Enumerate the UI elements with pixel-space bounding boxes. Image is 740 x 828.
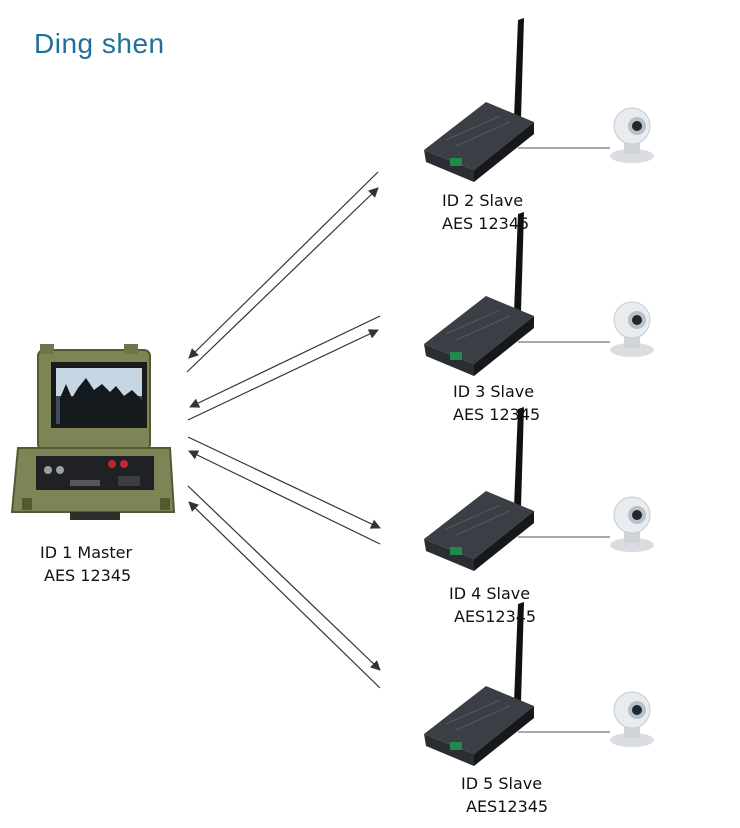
slave-5-label: ID 5 Slave AES12345 (461, 772, 548, 818)
arrow-from-slave-2 (188, 171, 379, 359)
radio-transceiver-icon (424, 212, 534, 376)
slave-5-encryption: AES12345 (466, 797, 549, 816)
master-encryption: AES 12345 (44, 566, 132, 585)
slave-3-unit (424, 212, 654, 376)
arrow-from-slave-5 (188, 501, 381, 689)
arrow-to-slave-2 (186, 187, 379, 373)
radio-transceiver-icon (424, 407, 534, 571)
slave-4-unit (424, 407, 654, 571)
slave-3-label: ID 3 Slave AES 12345 (453, 380, 540, 426)
slave-2-encryption: AES 12345 (442, 214, 530, 233)
arrow-from-slave-3 (189, 315, 381, 408)
arrow-to-slave-4 (187, 436, 381, 529)
ip-camera-icon (610, 107, 654, 163)
radio-transceiver-icon (424, 18, 534, 182)
arrow-to-slave-3 (187, 329, 379, 421)
radio-transceiver-icon (424, 602, 534, 766)
slave-3-encryption: AES 12345 (453, 405, 541, 424)
slave-2-label: ID 2 Slave AES 12345 (442, 189, 529, 235)
ip-camera-icon (610, 496, 654, 552)
slave-2-id: ID 2 Slave (442, 191, 524, 210)
brand-logo: Ding shen (34, 28, 165, 60)
slave-4-label: ID 4 Slave AES12345 (449, 582, 536, 628)
master-id: ID 1 Master (40, 543, 133, 562)
slave-4-id: ID 4 Slave (449, 584, 531, 603)
master-unit-icon (10, 344, 176, 520)
ip-camera-icon (610, 301, 654, 357)
slave-2-unit (424, 18, 654, 182)
slave-5-unit (424, 602, 654, 766)
slave-3-id: ID 3 Slave (453, 382, 535, 401)
slave-4-encryption: AES12345 (454, 607, 537, 626)
arrow-from-slave-4 (188, 450, 381, 545)
brand-logo-text: Ding shen (34, 28, 165, 59)
ip-camera-icon (610, 691, 654, 747)
arrow-to-slave-5 (187, 485, 381, 671)
link-arrows (186, 171, 381, 689)
master-label: ID 1 Master AES 12345 (40, 541, 132, 587)
slave-5-id: ID 5 Slave (461, 774, 543, 793)
